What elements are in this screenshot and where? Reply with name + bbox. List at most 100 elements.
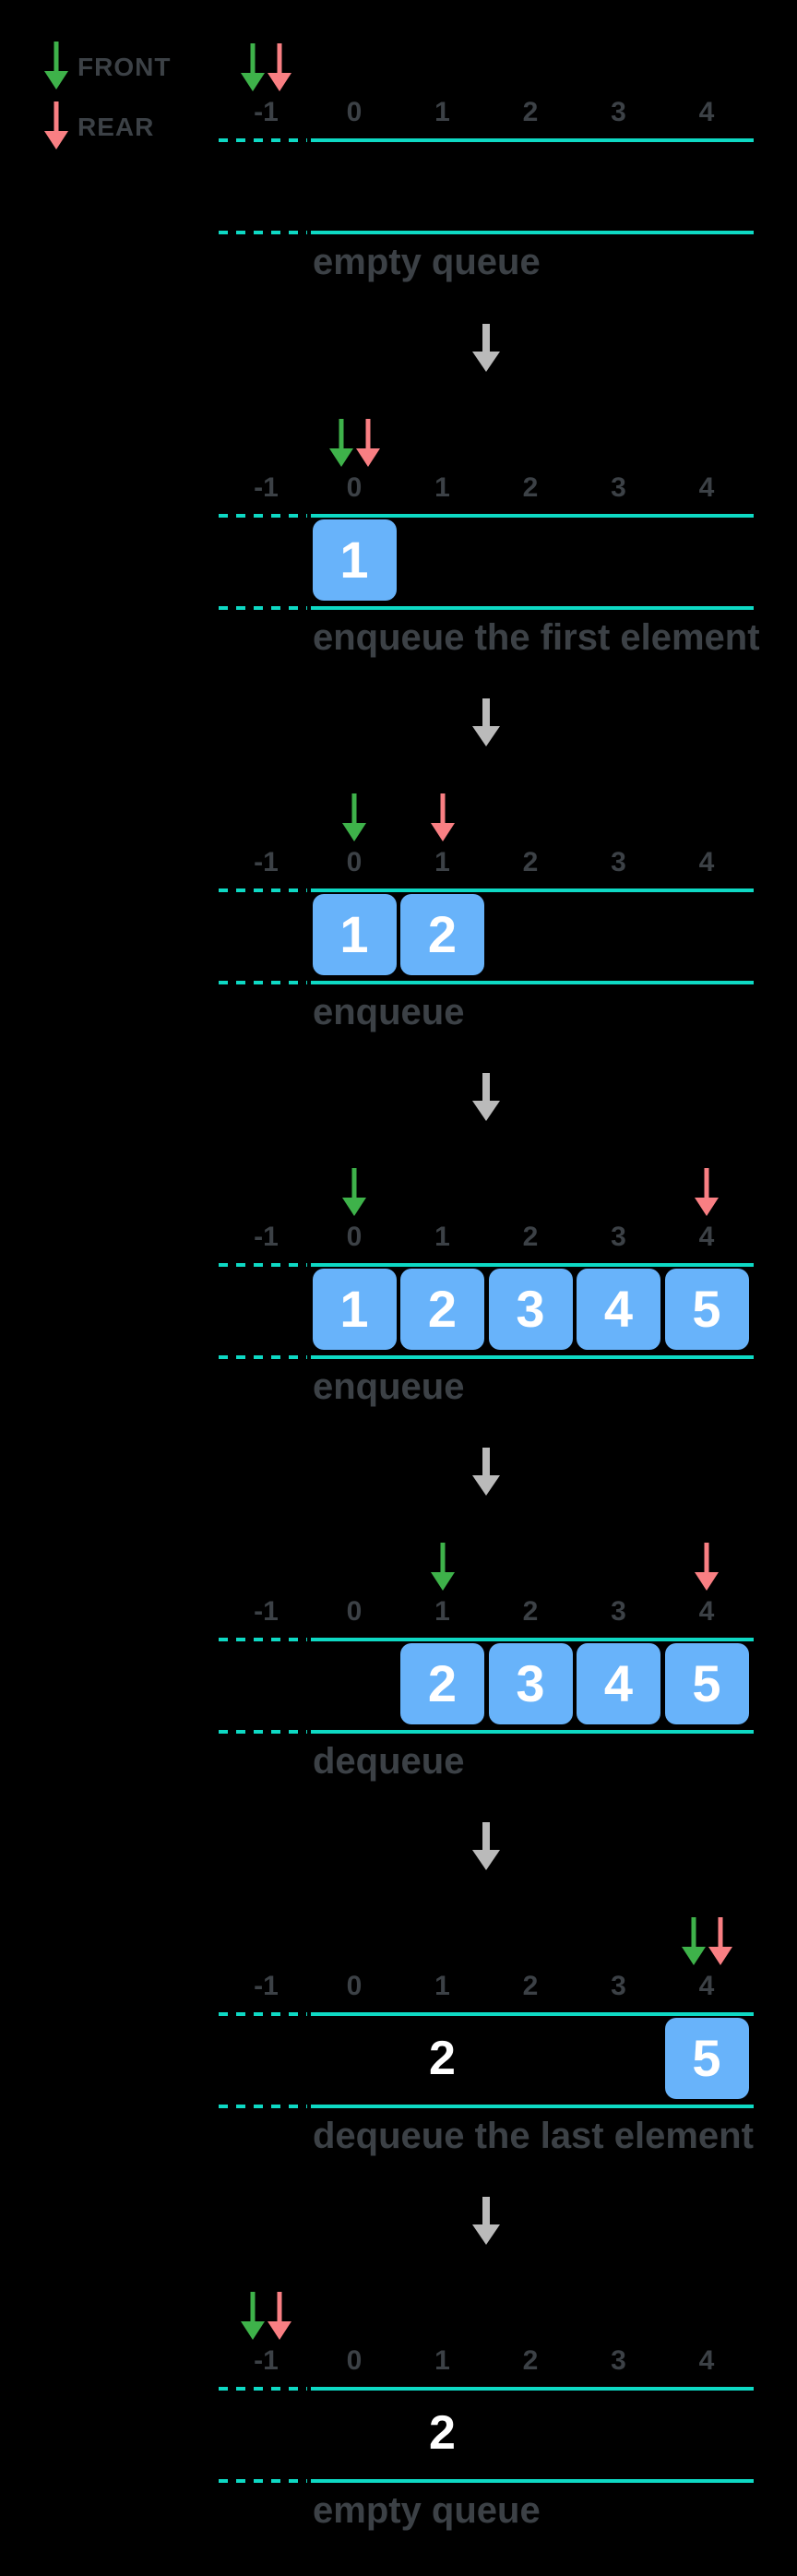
index-label: 2: [522, 97, 539, 127]
top-boundary-dashed-segment: [219, 514, 307, 518]
index-label: 0: [346, 1971, 363, 2001]
front-arrow-icon: [42, 42, 70, 89]
transition-arrow-icon: [472, 324, 500, 372]
index-label: 3: [611, 1596, 626, 1627]
index-label: 0: [346, 2345, 363, 2376]
top-boundary-dashed-segment: [219, 888, 307, 892]
bottom-boundary-dashed-segment: [219, 231, 307, 234]
queue-cell-value: 4: [603, 1280, 634, 1338]
legend-front-label: FRONT: [77, 53, 172, 81]
bottom-boundary-dashed-segment: [219, 981, 307, 984]
index-label: -1: [254, 1971, 279, 2001]
index-label: 2: [522, 472, 539, 503]
index-label: -1: [254, 2345, 279, 2376]
queue-cell-value: 5: [692, 1280, 721, 1338]
index-label: 4: [698, 1971, 715, 2001]
rear-arrow-icon: [266, 43, 293, 91]
index-label: 2: [522, 1596, 539, 1627]
bottom-boundary-line: [311, 981, 754, 984]
queue-cell-value: 2: [427, 1280, 458, 1338]
index-label: 3: [611, 97, 626, 127]
top-boundary-line: [311, 514, 754, 518]
index-label: 3: [611, 472, 626, 503]
index-label: -1: [254, 97, 279, 127]
bottom-boundary-dashed-segment: [219, 1355, 307, 1359]
top-boundary-line: [311, 1263, 754, 1267]
bottom-boundary-line: [311, 1355, 754, 1359]
front-arrow-icon: [340, 793, 368, 841]
transition-arrow-icon: [472, 1822, 500, 1870]
index-label: 2: [522, 2345, 539, 2376]
queue-cell: 4: [577, 1643, 660, 1724]
queue-cell-value: 3: [516, 1280, 545, 1338]
queue-cell: 5: [664, 2018, 749, 2099]
frame-caption: enqueue: [313, 1366, 465, 1407]
floating-value: 2: [429, 2032, 456, 2085]
bottom-boundary-dashed-segment: [219, 2479, 307, 2483]
transition-arrow-icon: [472, 2197, 500, 2245]
queue-cell: 1: [312, 1269, 397, 1350]
index-label: 3: [611, 2345, 626, 2376]
index-label: 3: [611, 1971, 626, 2001]
queue-cell-value: 2: [427, 905, 458, 963]
rear-arrow-icon: [707, 1917, 734, 1965]
index-label: 4: [698, 1222, 715, 1252]
rear-arrow-icon: [693, 1168, 720, 1216]
transition-arrow-icon: [472, 1448, 500, 1496]
front-arrow-icon: [327, 419, 355, 467]
index-label: -1: [254, 472, 279, 503]
legend-rear-label: REAR: [77, 113, 155, 141]
front-arrow-icon: [340, 1168, 368, 1216]
index-label: 1: [434, 97, 450, 127]
top-boundary-line: [311, 1638, 754, 1641]
bottom-boundary-line: [311, 1730, 754, 1734]
index-label: 2: [522, 847, 539, 877]
index-label: 4: [698, 847, 715, 877]
index-label: 1: [434, 2345, 450, 2376]
index-label: -1: [254, 1222, 279, 1252]
queue-cell-value: 2: [427, 1654, 458, 1712]
index-label: -1: [254, 1596, 279, 1627]
index-label: 1: [434, 1596, 450, 1627]
rear-arrow-icon: [42, 101, 70, 149]
queue-cell: 3: [488, 1269, 573, 1350]
bottom-boundary-dashed-segment: [219, 2105, 307, 2108]
front-arrow-icon: [239, 43, 267, 91]
index-label: 2: [522, 1222, 539, 1252]
index-label: 4: [698, 2345, 715, 2376]
top-boundary-line: [311, 888, 754, 892]
rear-arrow-icon: [693, 1543, 720, 1591]
index-label: 4: [698, 1596, 715, 1627]
queue-cell: 2: [400, 1643, 484, 1724]
index-label: 0: [346, 1596, 363, 1627]
index-label: 1: [434, 1971, 450, 2001]
queue-cell: 2: [400, 1269, 484, 1350]
queue-cell: 1: [312, 519, 397, 601]
floating-value: 2: [429, 2406, 456, 2460]
front-arrow-icon: [680, 1917, 708, 1965]
top-boundary-line: [311, 2387, 754, 2391]
frame-caption: dequeue the last element: [313, 2116, 754, 2156]
bottom-boundary-line: [311, 231, 754, 234]
index-label: -1: [254, 847, 279, 877]
frame-caption: dequeue: [313, 1741, 465, 1782]
queue-cell: 4: [577, 1269, 660, 1350]
index-label: 0: [346, 472, 363, 503]
queue-cell-value: 5: [692, 2029, 721, 2087]
queue-cell-value: 3: [516, 1654, 545, 1712]
top-boundary-dashed-segment: [219, 1263, 307, 1267]
frame-caption: enqueue: [313, 992, 465, 1032]
rear-arrow-icon: [266, 2292, 293, 2340]
bottom-boundary-dashed-segment: [219, 606, 307, 610]
top-boundary-dashed-segment: [219, 2012, 307, 2016]
queue-cell: 2: [400, 894, 484, 975]
index-label: 0: [346, 847, 363, 877]
index-label: 3: [611, 1222, 626, 1252]
queue-cell-value: 5: [692, 1654, 721, 1712]
queue-cell: 1: [312, 894, 397, 975]
queue-cell: 5: [664, 1643, 749, 1724]
front-arrow-icon: [429, 1543, 457, 1591]
bottom-boundary-line: [311, 2479, 754, 2483]
index-label: 1: [434, 847, 450, 877]
